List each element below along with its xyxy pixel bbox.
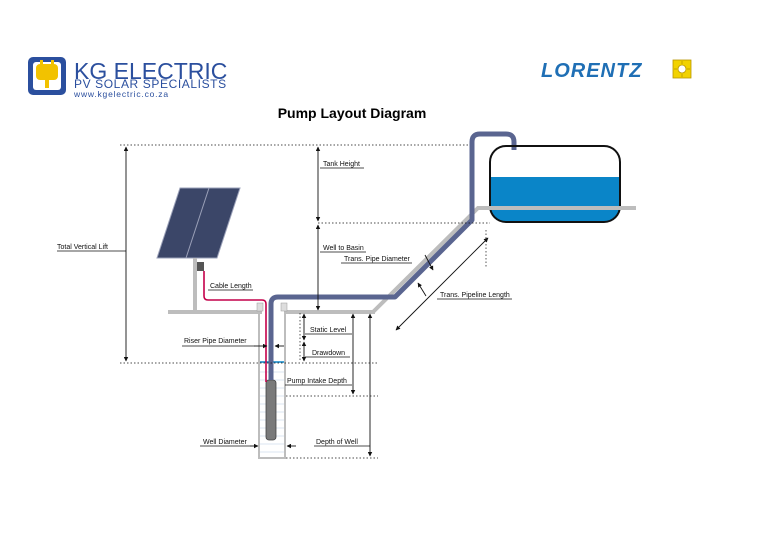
well: [256, 302, 288, 459]
kg-logo-line3: www.kgelectric.co.za: [73, 89, 169, 99]
dimension-labels: Total Vertical Lift Tank Height Well to …: [57, 161, 512, 447]
sun-icon: [672, 59, 692, 79]
label-well-diameter: Well Diameter: [203, 439, 247, 446]
lorentz-logo: LORENTZ: [541, 59, 692, 82]
label-cable-length: Cable Length: [210, 283, 252, 290]
page-title: Pump Layout Diagram: [278, 105, 427, 121]
transmission-pipe: [268, 131, 517, 380]
power-cable: [203, 271, 267, 382]
label-well-to-basin: Well to Basin: [323, 245, 364, 252]
dimension-lines: [120, 144, 490, 459]
kg-electric-logo: KG ELECTRIC PV SOLAR SPECIALISTS www.kge…: [28, 57, 227, 99]
junction-box: [197, 262, 204, 271]
label-riser-pipe-diameter: Riser Pipe Diameter: [184, 338, 247, 345]
submersible-pump: [265, 379, 277, 441]
kg-logo-line2: PV SOLAR SPECIALISTS: [74, 77, 227, 91]
label-total-vertical-lift: Total Vertical Lift: [57, 244, 108, 251]
water-tank: [489, 145, 621, 223]
plug-icon: [28, 57, 66, 95]
label-depth-of-well: Depth of Well: [316, 439, 358, 446]
lorentz-wordmark: LORENTZ: [541, 60, 642, 82]
solar-panel: [156, 187, 241, 312]
label-tank-height: Tank Height: [323, 161, 360, 168]
kg-logo-line1: KG ELECTRIC: [74, 58, 227, 84]
label-drawdown: Drawdown: [312, 350, 345, 357]
label-trans-pipe-diameter: Trans. Pipe Diameter: [344, 256, 411, 263]
label-static-level: Static Level: [310, 327, 347, 334]
label-pump-intake-depth: Pump Intake Depth: [287, 378, 347, 385]
label-trans-pipeline-length: Trans. Pipeline Length: [440, 292, 510, 299]
